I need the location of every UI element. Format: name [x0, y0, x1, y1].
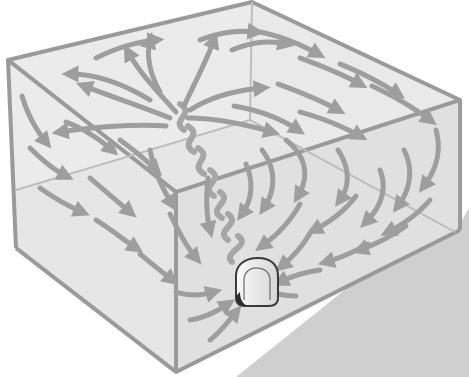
airflow-arrow [275, 81, 346, 115]
airflow-arrow [199, 175, 217, 239]
rising-air-column [176, 101, 245, 265]
airflow-arrow [297, 55, 368, 89]
airflow-arrow [257, 29, 326, 59]
airflow-arrow [231, 103, 306, 135]
airflow-arrow [335, 147, 352, 207]
airflow-arrow [369, 83, 437, 126]
airflow-arrow [272, 267, 323, 286]
airflow-arrow [197, 22, 265, 43]
airflow-arrow [337, 61, 406, 99]
airflow-arrow [51, 122, 169, 140]
airflow-arrow [359, 167, 386, 229]
floor-shadow [236, 208, 469, 377]
airflow-arrow [255, 201, 303, 251]
airflow-arrow [297, 109, 368, 141]
airflow-arrow [63, 119, 119, 156]
air-purifier-icon [235, 256, 279, 307]
airflow-arrow [317, 241, 371, 268]
airflow-arrow [392, 147, 413, 213]
airflow-arrow [123, 44, 179, 115]
airflow-arrow [418, 127, 441, 193]
airflow-arrow [173, 286, 223, 303]
airflow-arrow [207, 305, 242, 343]
airflow-arrow [237, 161, 254, 221]
airflow-arrow [167, 211, 202, 265]
airflow-arrows [19, 22, 441, 343]
airflow-arrow [229, 33, 295, 53]
airflow-arrow [181, 32, 220, 109]
airflow-arrow [93, 32, 165, 61]
airflow-arrow [61, 65, 153, 103]
back-wall-left [8, 2, 252, 190]
airflow-arrow [259, 147, 276, 216]
airflow-arrow [185, 115, 281, 138]
airflow-arrow [306, 193, 359, 234]
airflow-arrow [137, 251, 179, 286]
airflow-arrow [275, 227, 315, 272]
airflow-arrow [37, 185, 90, 217]
airflow-arrow [283, 137, 310, 204]
airflow-arrow [147, 147, 177, 212]
airflow-arrow [27, 145, 74, 180]
airflow-arrow [19, 93, 52, 149]
airflow-arrow [87, 175, 137, 218]
airflow-arrow [93, 217, 144, 253]
airflow-arrow [380, 197, 433, 236]
airflow-arrow [76, 81, 173, 121]
airflow-arrow [187, 80, 271, 113]
